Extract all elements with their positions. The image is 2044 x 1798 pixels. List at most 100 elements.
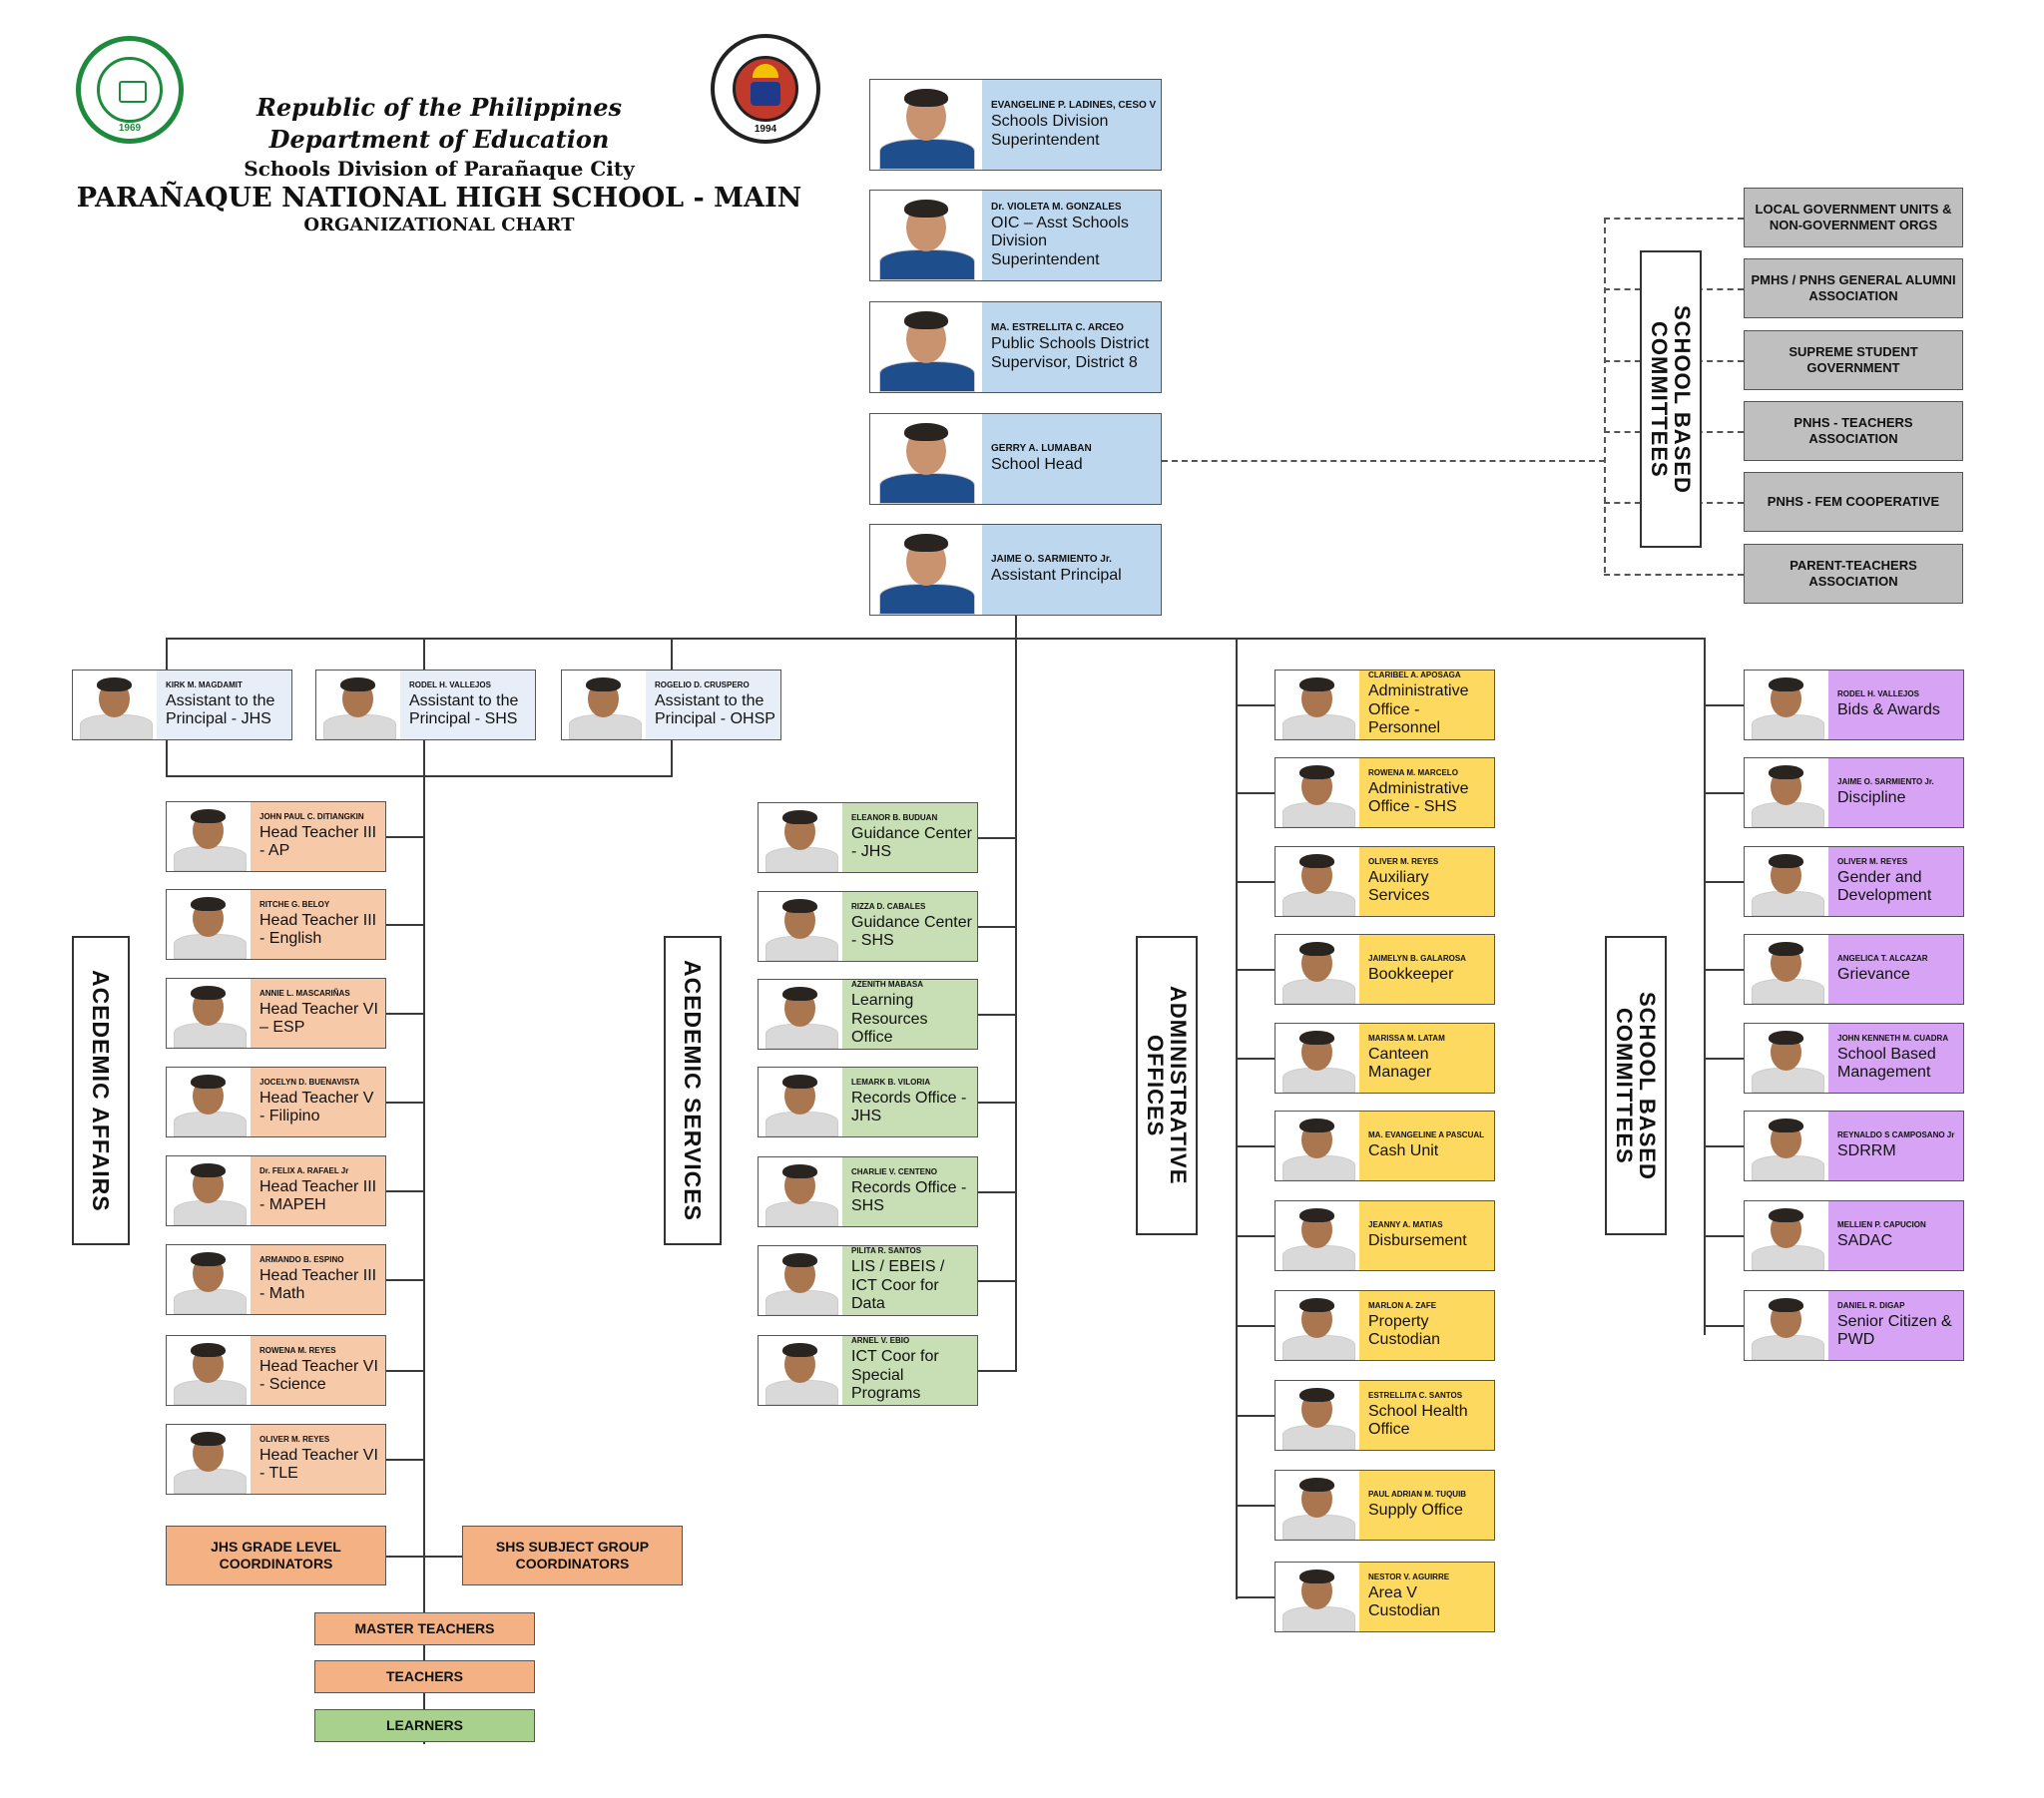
book-icon xyxy=(119,81,147,103)
republic-text: Republic of the Philippines xyxy=(256,93,623,122)
person-photo xyxy=(759,1246,842,1315)
administrative-offices-label-box: ADMINISTRATIVE OFFICES xyxy=(1136,936,1198,1235)
person-photo xyxy=(1276,1381,1359,1450)
connector-line xyxy=(386,1190,424,1192)
connector-line xyxy=(423,638,425,670)
person-name: PAUL ADRIAN M. TUQUIB xyxy=(1368,1489,1467,1499)
person-role: Administrative Office - SHS xyxy=(1368,779,1469,815)
seal-year: 1969 xyxy=(118,123,142,134)
connector-line xyxy=(1704,792,1744,794)
person-name: CLARIBEL A. APOSAGA xyxy=(1368,671,1461,680)
connector-line xyxy=(1236,1505,1276,1507)
person-role: Bids & Awards xyxy=(1837,700,1940,718)
connector-line xyxy=(386,1279,424,1281)
dashed-connector xyxy=(1604,574,1744,576)
person-role: School Head xyxy=(991,456,1083,474)
person-role: Gender and Development xyxy=(1837,868,1932,904)
person-text: JAIME O. SARMIENTO Jr.Assistant Principa… xyxy=(991,525,1157,615)
person-role: Area V Custodian xyxy=(1368,1583,1441,1619)
person-role: Schools Division Superintendent xyxy=(991,113,1109,149)
person-role: Bookkeeper xyxy=(1368,965,1454,983)
person-photo xyxy=(759,1336,842,1405)
connector-line xyxy=(978,1014,1016,1016)
person-role: Head Teacher V - Filipino xyxy=(259,1089,374,1124)
connector-line xyxy=(978,1370,1016,1372)
person-name: ARMANDO B. ESPINO xyxy=(259,1254,344,1264)
connector-line xyxy=(1236,881,1276,883)
connector-line xyxy=(1704,969,1744,971)
connector-line xyxy=(978,1191,1016,1193)
connector-line xyxy=(1236,1415,1276,1417)
undefined: ROWENA M. MARCELO Administrative Office -… xyxy=(1275,757,1495,828)
undefined: JAIMELYN B. GALAROSA Bookkeeper xyxy=(1275,934,1495,1005)
person-photo xyxy=(759,803,842,872)
person-name: EVANGELINE P. LADINES, CESO V xyxy=(991,100,1157,112)
person-photo xyxy=(1276,935,1359,1004)
connector-line xyxy=(1236,704,1276,706)
person-role: SDRRM xyxy=(1837,1141,1896,1159)
connector-line xyxy=(978,1280,1016,1282)
person-name: GERRY A. LUMABAN xyxy=(991,443,1092,455)
committee-box-label: PNHS - FEM COOPERATIVE xyxy=(1767,493,1940,509)
committee-box: PMHS / PNHS GENERAL ALUMNI ASSOCIATION xyxy=(1744,258,1963,318)
person-name: REYNALDO S CAMPOSANO Jr xyxy=(1837,1129,1955,1139)
person-role: Guidance Center - SHS xyxy=(851,913,972,949)
person-role: Assistant to the Principal - OHSP xyxy=(655,691,775,727)
connector-line xyxy=(386,1370,424,1372)
person-name: CHARLIE V. CENTENO xyxy=(851,1166,937,1176)
seal-year: 1994 xyxy=(754,124,777,135)
person-text: JAIMELYN B. GALAROSA Bookkeeper xyxy=(1368,935,1490,1004)
person-photo xyxy=(1745,1112,1828,1180)
connector-line xyxy=(386,1459,424,1461)
person-photo xyxy=(870,525,982,615)
person-photo xyxy=(1745,935,1828,1004)
person-photo xyxy=(1745,1291,1828,1360)
person-role: Canteen Manager xyxy=(1368,1045,1432,1081)
learners-label: LEARNERS xyxy=(385,1717,463,1734)
person-name: JAIMELYN B. GALAROSA xyxy=(1368,953,1466,963)
dashed-connector xyxy=(1162,460,1605,462)
person-photo xyxy=(1745,758,1828,827)
teachers-box: TEACHERS xyxy=(314,1660,535,1693)
person-photo xyxy=(167,890,251,959)
dashed-connector xyxy=(1604,218,1744,220)
committee-box: PNHS - TEACHERS ASSOCIATION xyxy=(1744,401,1963,461)
person-photo xyxy=(870,191,982,280)
connector-line xyxy=(671,740,673,776)
academic-services-label-box: ACEDEMIC SERVICES xyxy=(664,936,722,1245)
division-seal-logo: 1994 xyxy=(711,34,820,144)
person-photo xyxy=(167,1245,251,1314)
person-role: ICT Coor for Special Programs xyxy=(851,1348,939,1403)
person-name: Dr. FELIX A. RAFAEL Jr xyxy=(259,1165,349,1175)
committees-label: SCHOOL BASED COMMITTEES xyxy=(1647,304,1696,494)
person-name: ROWENA M. MARCELO xyxy=(1368,767,1458,777)
person-text: ROWENA M. MARCELO Administrative Office -… xyxy=(1368,758,1490,827)
committee-box: LOCAL GOVERNMENT UNITS & NON-GOVERNMENT … xyxy=(1744,188,1963,247)
person-name: KIRK M. MAGDAMIT xyxy=(166,679,243,689)
person-role: Grievance xyxy=(1837,965,1910,983)
person-name: OLIVER M. REYES xyxy=(259,1434,330,1444)
person-role: Assistant Principal xyxy=(991,567,1122,585)
